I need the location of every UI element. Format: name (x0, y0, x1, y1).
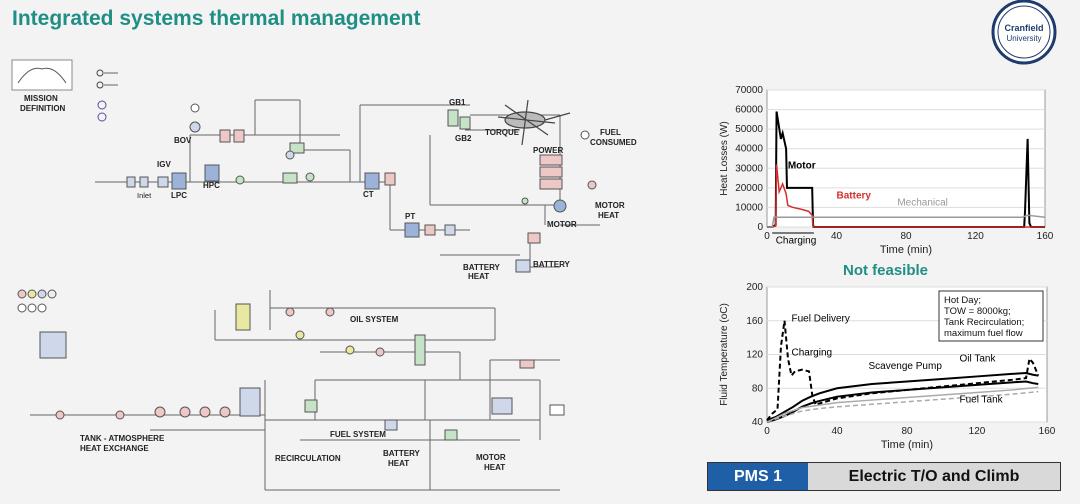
x-tick-label: 120 (969, 426, 986, 437)
label-fuel-2: CONSUMED (590, 138, 637, 147)
y-tick-label: 30000 (735, 163, 763, 174)
label-motor: MOTOR (547, 220, 577, 229)
logo-line1: Cranfield (1004, 23, 1043, 33)
series-line-2 (766, 380, 1039, 423)
label-battery-heat-2: HEAT (388, 459, 409, 468)
y-tick-label: 80 (752, 383, 764, 394)
label-motor-heat-1: MOTOR (476, 453, 506, 462)
annotation-label: Fuel Tank (960, 395, 1004, 406)
label-oil-system: OIL SYSTEM (350, 315, 399, 324)
annotation-label: Charging (792, 347, 833, 358)
label-igv: IGV (157, 160, 171, 169)
y-axis-label: Heat Losses (W) (719, 121, 730, 195)
annotation-label: Battery (837, 191, 872, 202)
label-tank-1: TANK - ATMOSPHERE (80, 434, 165, 443)
annotation-label: Motor (788, 160, 816, 171)
label-battery: BATTERY (533, 260, 571, 269)
conditions-line: TOW = 8000kg; (944, 306, 1011, 317)
series-line-1 (767, 164, 1045, 228)
label-fuel-system: FUEL SYSTEM (330, 430, 386, 439)
series-line-1 (766, 372, 1039, 422)
pms-banner: PMS 1 Electric T/O and Climb (707, 462, 1061, 491)
label-motor-heat-2: HEAT (484, 463, 505, 472)
label-torque: TORQUE (485, 128, 520, 137)
oil-fuel-system-diagram: OIL SYSTEM FUEL SYSTEM RECIRCULATION TAN… (17, 289, 565, 491)
label-battery-heat-1: BATTERY (463, 263, 501, 272)
y-tick-label: 40000 (735, 144, 763, 155)
label-ct: CT (363, 190, 374, 199)
y-tick-label: 20000 (735, 183, 763, 194)
label-motor-heat-2: HEAT (598, 211, 619, 220)
conditions-line: Hot Day; (944, 295, 981, 306)
label-mission-2: DEFINITION (20, 104, 66, 113)
x-tick-label: 0 (764, 231, 770, 242)
x-tick-label: 80 (901, 426, 913, 437)
y-tick-label: 160 (746, 316, 763, 327)
y-tick-label: 10000 (735, 202, 763, 213)
conditions-line: maximum fuel flow (944, 328, 1023, 339)
label-recirculation: RECIRCULATION (275, 454, 341, 463)
logo-line2: University (1006, 34, 1041, 43)
y-tick-label: 0 (757, 222, 763, 233)
annotation-label: Charging (776, 236, 817, 247)
label-battery-heat-1: BATTERY (383, 449, 421, 458)
engine-powertrain-diagram: MISSION DEFINITION BOV IGV HPC LPC Inlet… (11, 59, 637, 280)
pms-label: PMS 1 (708, 463, 808, 490)
label-power: POWER (533, 146, 563, 155)
label-hpc: HPC (203, 181, 220, 190)
cranfield-logo: Cranfield University (991, 0, 1057, 65)
annotation-label: Fuel Delivery (792, 314, 850, 325)
x-tick-label: 0 (764, 426, 770, 437)
label-pt: PT (405, 212, 415, 221)
label-fuel-1: FUEL (600, 128, 621, 137)
series-line-0 (767, 111, 1045, 228)
label-motor-heat-1: MOTOR (595, 201, 625, 210)
x-tick-label: 80 (900, 231, 912, 242)
heat-losses-chart: 0 10000 20000 30000 40000 50000 60000 70000 0 40 8… (719, 85, 1054, 256)
x-tick-label: 160 (1037, 231, 1054, 242)
annotation-label: Mechanical (897, 197, 948, 208)
label-tank-2: HEAT EXCHANGE (80, 444, 149, 453)
label-gb1: GB1 (449, 98, 466, 107)
series-line-3 (766, 390, 1039, 423)
label-bov: BOV (174, 136, 192, 145)
x-tick-label: 40 (831, 426, 843, 437)
conditions-line: Tank Recirculation; (944, 317, 1024, 328)
label-lpc: LPC (171, 191, 187, 200)
label-gb2: GB2 (455, 134, 472, 143)
x-axis-label: Time (min) (881, 439, 933, 451)
annotation-label: Scavenge Pump (869, 361, 943, 372)
label-mission-1: MISSION (24, 94, 58, 103)
label-battery-heat-2: HEAT (468, 272, 489, 280)
x-tick-label: 40 (831, 231, 843, 242)
label-inlet: Inlet (137, 191, 152, 200)
series-line-4 (766, 386, 1039, 423)
y-tick-label: 40 (752, 417, 764, 428)
x-axis-label: Time (min) (880, 244, 932, 256)
conditions-box (938, 290, 1044, 342)
pms-description: Electric T/O and Climb (808, 463, 1060, 490)
y-tick-label: 200 (746, 282, 763, 293)
y-tick-label: 70000 (735, 85, 763, 96)
x-tick-label: 120 (967, 231, 984, 242)
series-line-0 (766, 320, 1040, 421)
y-tick-label: 120 (746, 350, 763, 361)
y-axis-label: Fluid Temperature (oC) (719, 303, 730, 406)
x-tick-label: 160 (1039, 426, 1056, 437)
y-tick-label: 60000 (735, 105, 763, 116)
series-line-2 (767, 214, 1046, 228)
slide-title: Integrated systems thermal management (12, 7, 421, 30)
not-feasible-label: Not feasible (843, 262, 929, 279)
annotation-label: Oil Tank (960, 353, 997, 364)
y-tick-label: 50000 (735, 124, 763, 135)
